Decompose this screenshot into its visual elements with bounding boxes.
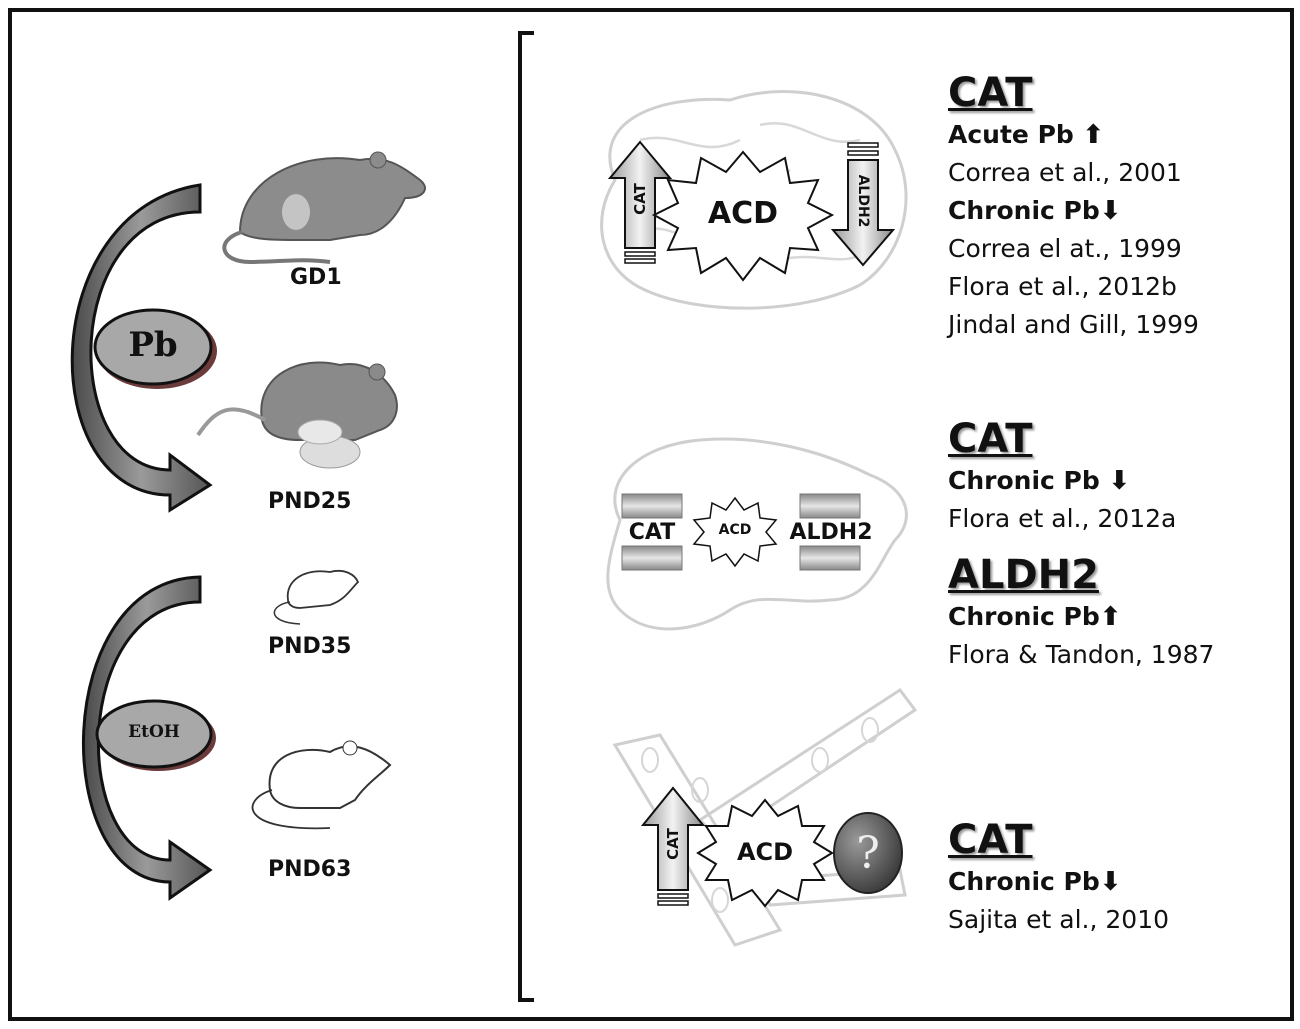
question-mark-label: ? — [856, 828, 880, 879]
pregnant-rat-icon — [222, 151, 426, 265]
nursing-rat-icon — [196, 361, 398, 469]
liver-ref-cat-heading: CAT — [948, 416, 1033, 462]
brain-aldh2-label: ALDH2 — [855, 174, 871, 228]
brain-ref-chronic-label: Chronic Pb⬇ — [948, 196, 1122, 226]
stage-label-pnd35: PND35 — [268, 634, 352, 659]
bracket-divider — [518, 31, 534, 1002]
blood-references: CAT Chronic Pb⬇ Sajita et al., 2010 — [948, 817, 1169, 939]
blood-acd-starburst — [696, 798, 834, 908]
juvenile-rat-icon — [273, 569, 360, 625]
liver-aldh2-label: ALDH2 — [789, 520, 873, 545]
liver-references: CAT Chronic Pb ⬇ Flora et al., 2012a ALD… — [948, 416, 1214, 674]
brain-aldh2-down-arrow — [830, 142, 896, 267]
brain-ref-citation: Jindal and Gill, 1999 — [948, 310, 1199, 339]
up-arrow-icon: ⬆ — [1082, 120, 1105, 150]
etoh-exposure-label: EtOH — [128, 722, 180, 742]
blood-ref-citation: Sajita et al., 2010 — [948, 905, 1170, 934]
etoh-curved-arrow — [82, 575, 213, 901]
down-arrow-icon: ⬇ — [1108, 466, 1131, 496]
brain-ref-citation: Correa el at., 1999 — [948, 234, 1182, 263]
liver-cat-gate — [621, 493, 683, 571]
liver-aldh2-gate — [799, 493, 861, 571]
stage-label-gd1: GD1 — [290, 265, 342, 290]
brain-cat-label: CAT — [631, 183, 649, 215]
brain-acd-label: ACD — [707, 196, 779, 231]
adult-rat-icon — [251, 740, 392, 830]
pb-curved-arrow — [70, 183, 213, 513]
liver-ref-citation: Flora & Tandon, 1987 — [948, 640, 1215, 669]
brain-ref-acute-label: Acute Pb ⬆ — [948, 120, 1105, 150]
pb-exposure-label: Pb — [128, 325, 178, 365]
stage-label-pnd63: PND63 — [268, 857, 352, 882]
liver-outline — [606, 437, 908, 631]
liver-cat-label: CAT — [628, 520, 676, 545]
down-arrow-icon: ⬇ — [1099, 867, 1122, 897]
question-mark-icon — [833, 812, 903, 894]
etoh-exposure-badge — [95, 699, 216, 771]
liver-acd-label: ACD — [718, 522, 752, 538]
brain-ref-citation: Correa et al., 2001 — [948, 158, 1182, 187]
brain-cat-up-arrow — [607, 140, 673, 264]
brain-ref-citation: Flora et al., 2012b — [948, 272, 1177, 301]
blood-ref-heading: CAT — [948, 817, 1033, 863]
brain-references: CAT Acute Pb ⬆ Correa et al., 2001 Chron… — [948, 70, 1199, 344]
liver-ref-citation: Flora et al., 2012a — [948, 504, 1177, 533]
figure-frame — [8, 8, 1294, 1021]
liver-acd-starburst — [692, 496, 778, 568]
blood-cat-up-arrow — [640, 786, 706, 906]
blood-ref-chronic-label: Chronic Pb⬇ — [948, 867, 1122, 897]
pb-exposure-badge — [93, 308, 217, 389]
blood-cat-label: CAT — [664, 828, 682, 860]
liver-ref-aldh2-heading: ALDH2 — [948, 552, 1099, 598]
brain-acd-starburst — [651, 150, 835, 282]
liver-ref-aldh2-label: Chronic Pb⬆ — [948, 602, 1122, 632]
up-arrow-icon: ⬆ — [1099, 602, 1122, 632]
liver-ref-cat-label: Chronic Pb ⬇ — [948, 466, 1131, 496]
stage-label-pnd25: PND25 — [268, 489, 352, 514]
blood-acd-label: ACD — [736, 838, 794, 866]
brain-ref-heading: CAT — [948, 70, 1033, 116]
down-arrow-icon: ⬇ — [1099, 196, 1122, 226]
